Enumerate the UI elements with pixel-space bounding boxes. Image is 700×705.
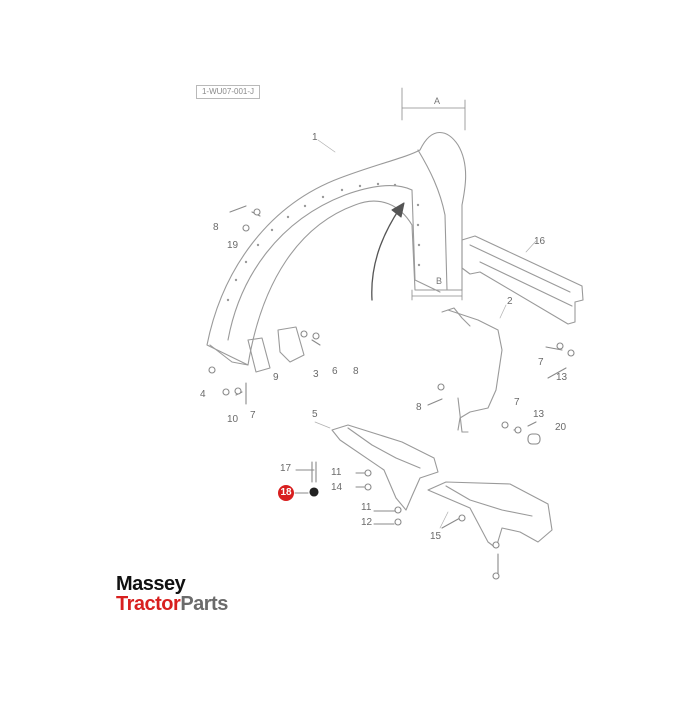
callout-7b[interactable]: 7	[538, 357, 544, 368]
callout-12[interactable]: 12	[361, 517, 373, 528]
callout-4[interactable]: 4	[200, 389, 206, 400]
callout-7c[interactable]: 7	[514, 397, 520, 408]
callout-14[interactable]: 14	[331, 482, 343, 493]
callout-10[interactable]: 10	[227, 414, 239, 425]
logo-line-2: TractorParts	[116, 594, 228, 614]
plate-3	[277, 326, 305, 363]
bracket-16	[461, 235, 584, 325]
callout-18-highlighted[interactable]: 18	[278, 485, 294, 501]
dimension-a-label: A	[434, 96, 441, 106]
hanger-rod-2	[447, 309, 503, 431]
dimension-b-label: B	[436, 276, 443, 286]
callout-2[interactable]: 2	[507, 296, 513, 307]
callout-8a[interactable]: 8	[213, 222, 219, 233]
callout-16[interactable]: 16	[534, 236, 546, 247]
logo-tractor-text: Tractor	[116, 593, 181, 615]
callout-13b[interactable]: 13	[533, 409, 545, 420]
callout-7a[interactable]: 7	[250, 410, 256, 421]
callout-5[interactable]: 5	[312, 409, 318, 420]
callout-11b[interactable]: 11	[361, 502, 372, 513]
callout-13a[interactable]: 13	[556, 372, 568, 383]
massey-tractor-parts-logo: Massey TractorParts	[116, 574, 256, 616]
direction-arrow	[371, 207, 401, 301]
callout-6[interactable]: 6	[332, 366, 338, 377]
logo-parts-text: Parts	[180, 593, 228, 615]
callout-1[interactable]: 1	[312, 132, 318, 143]
callout-9[interactable]: 9	[273, 372, 279, 383]
splash-shield-15	[427, 481, 553, 549]
callout-17[interactable]: 17	[280, 463, 292, 474]
callout-19[interactable]: 19	[227, 240, 239, 251]
fender-outline	[206, 131, 467, 366]
reference-code: 1-WU07-001-J	[196, 85, 260, 99]
logo-line-1: Massey	[116, 573, 186, 595]
callout-20[interactable]: 20	[555, 422, 567, 433]
mudflap-9	[247, 337, 271, 373]
callout-8c[interactable]: 8	[416, 402, 422, 413]
callout-15[interactable]: 15	[430, 531, 442, 542]
callout-8b[interactable]: 8	[353, 366, 359, 377]
callout-11a[interactable]: 11	[331, 467, 342, 478]
fender-inner-edge	[227, 185, 413, 341]
splash-shield-5	[331, 424, 439, 511]
callout-3[interactable]: 3	[313, 369, 319, 380]
